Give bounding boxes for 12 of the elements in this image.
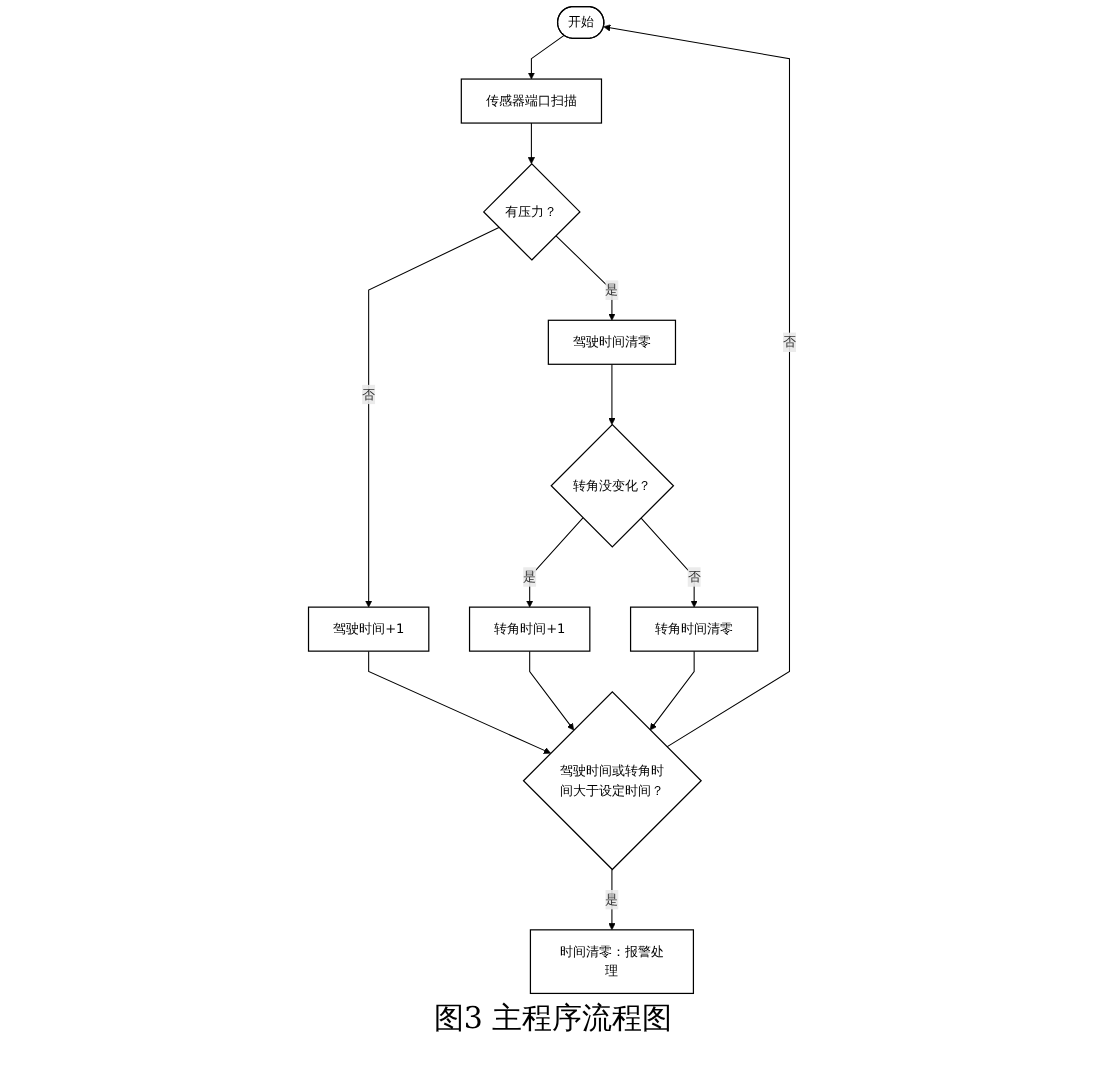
- arrow: [604, 24, 791, 748]
- arrow: [528, 34, 566, 80]
- arrow: [528, 122, 536, 165]
- arrow: [526, 517, 585, 608]
- arrow: [650, 650, 696, 731]
- arrow: [365, 227, 501, 608]
- arrow: [609, 363, 617, 425]
- arrow: [368, 650, 552, 754]
- arrow: [529, 650, 575, 731]
- arrow: [641, 517, 699, 608]
- arrow: [556, 235, 617, 321]
- caption: 图3 主程序流程图: [433, 1000, 673, 1036]
